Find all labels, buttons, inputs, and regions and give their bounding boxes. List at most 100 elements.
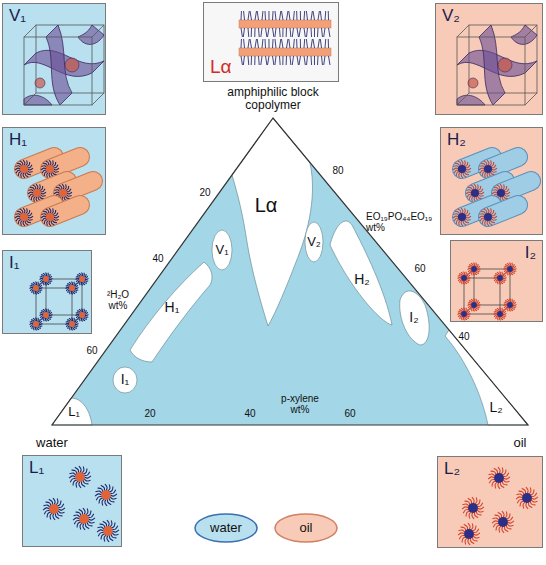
cylinder xyxy=(50,205,80,217)
polymer-chain xyxy=(504,526,508,532)
polymer-chain xyxy=(499,272,500,276)
polymer-chain xyxy=(70,326,71,330)
panel-illustration xyxy=(450,240,543,322)
polymer-chain xyxy=(489,479,495,483)
polymer-chain xyxy=(47,281,49,284)
polymer-chain xyxy=(241,11,242,20)
polymer-chain xyxy=(110,494,117,496)
polymer-chain xyxy=(279,28,281,37)
polymer-chain xyxy=(504,186,507,190)
polymer-chain xyxy=(306,39,307,48)
polymer-chain xyxy=(95,491,101,493)
polymer-chain xyxy=(494,187,498,190)
polymer-chain xyxy=(465,272,466,276)
polymer-chain xyxy=(69,282,71,285)
polymer-chain xyxy=(51,160,53,165)
polymer-chain xyxy=(485,220,487,225)
polymer-chain xyxy=(37,282,38,286)
polymer-chain xyxy=(509,308,510,312)
polymer-chain xyxy=(479,192,484,194)
polymer-chain xyxy=(461,308,463,311)
polymer-chain xyxy=(463,208,465,213)
polymer-chain xyxy=(73,480,77,485)
polymer-chain xyxy=(494,315,497,317)
polymer-chain xyxy=(455,163,459,166)
polymer-chain xyxy=(41,166,46,168)
polymer-chain xyxy=(472,307,473,311)
polymer-chain xyxy=(272,11,274,20)
lattice-edge xyxy=(500,278,501,314)
polymer-chain xyxy=(37,326,39,329)
polymer-chain xyxy=(261,28,262,37)
polymer-chain xyxy=(53,513,55,520)
polymer-chain xyxy=(28,168,33,170)
polymer-chain xyxy=(103,521,107,527)
polymer-chain xyxy=(262,11,264,20)
polymer-chain xyxy=(473,308,474,312)
legend-swatch xyxy=(195,514,257,542)
polymer-chain xyxy=(25,160,27,165)
polymer-chain xyxy=(74,326,77,328)
polymer-chain xyxy=(463,317,464,321)
polymer-chain xyxy=(64,184,66,189)
polymer-chain xyxy=(74,283,76,286)
polymer-chain xyxy=(458,209,461,214)
polymer-chain xyxy=(466,309,468,312)
polymer-chain xyxy=(16,170,21,173)
polymer-chain xyxy=(53,218,58,220)
polymer-chain xyxy=(38,321,41,323)
polymer-chain xyxy=(317,28,318,37)
polymer-chain xyxy=(27,165,32,168)
polymer-chain xyxy=(468,304,472,305)
polymer-chain xyxy=(454,218,459,221)
polymer-chain xyxy=(492,481,496,486)
polymer-chain xyxy=(58,504,64,508)
polymer-chain xyxy=(241,56,242,65)
polymer-chain xyxy=(469,512,471,518)
polymer-chain xyxy=(81,309,82,313)
polymer-chain xyxy=(502,275,505,277)
polymer-chain xyxy=(469,265,472,267)
polymer-chain xyxy=(20,161,23,166)
polymer-chain xyxy=(38,289,42,290)
polymer-chain xyxy=(66,186,69,190)
polymer-chain xyxy=(255,11,256,20)
polymer-chain xyxy=(81,282,82,286)
polymer-chain xyxy=(501,280,503,283)
polymer-chain xyxy=(311,28,313,37)
polymer-chain xyxy=(35,282,36,286)
polymer-chain xyxy=(112,533,118,535)
phase-region xyxy=(130,262,212,362)
polymer-chain xyxy=(458,530,464,532)
legend-swatch xyxy=(275,514,337,542)
polymer-chain xyxy=(477,510,483,512)
polymer-chain xyxy=(286,28,287,37)
polymer-chain xyxy=(30,323,34,324)
polymer-chain xyxy=(512,302,515,304)
polymer-chain xyxy=(38,285,41,287)
cube-edge xyxy=(525,93,537,105)
polymer-chain xyxy=(268,56,269,65)
polymer-chain xyxy=(474,512,478,518)
polymer-chain xyxy=(248,56,250,65)
polymer-chain xyxy=(44,281,45,285)
polymer-chain xyxy=(289,39,290,48)
polymer-chain xyxy=(40,313,44,314)
polymer-chain xyxy=(488,474,494,476)
polymer-chain xyxy=(296,39,297,48)
diagram-label: p-xylene wt% xyxy=(277,393,323,415)
polymer-chain xyxy=(501,467,503,473)
polymer-chain xyxy=(66,194,71,196)
polymer-chain xyxy=(463,509,469,513)
polymer-chain xyxy=(329,56,330,65)
polymer-chain xyxy=(76,280,79,282)
polymer-chain xyxy=(23,173,25,178)
phase-panel: Lα xyxy=(203,2,339,82)
polymer-chain xyxy=(275,11,276,20)
polymer-chain xyxy=(479,166,484,168)
polymer-chain xyxy=(459,172,461,177)
polymer-chain xyxy=(46,161,49,166)
polymer-chain xyxy=(505,301,508,303)
cylinder xyxy=(501,181,531,193)
polymer-chain xyxy=(475,263,476,267)
